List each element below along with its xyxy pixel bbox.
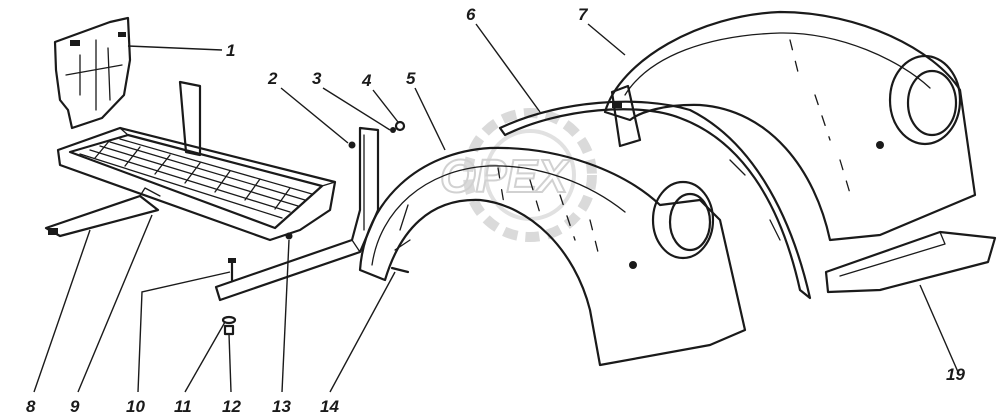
leader-14 xyxy=(329,271,396,393)
leader-2 xyxy=(280,87,349,144)
callout-10: 10 xyxy=(126,397,145,416)
leader-10 xyxy=(137,271,231,393)
leader-4 xyxy=(372,89,399,123)
part-bracket-long xyxy=(214,126,396,302)
watermark-text: OPEX xyxy=(440,150,570,202)
callout-1: 1 xyxy=(226,41,235,60)
leader-6 xyxy=(475,23,541,113)
callout-4: 4 xyxy=(361,71,372,90)
callout-2: 2 xyxy=(267,69,278,88)
callout-14: 14 xyxy=(320,397,339,416)
part-9-running-board xyxy=(56,80,337,242)
part-19-rear-bracket xyxy=(824,230,997,294)
callout-9: 9 xyxy=(70,397,80,416)
leader-3 xyxy=(322,87,391,131)
part-4-nut xyxy=(394,120,406,132)
part-10-bolt xyxy=(228,258,236,282)
part-5-front-fender xyxy=(358,146,747,367)
part-12-nut xyxy=(223,324,235,336)
callout-13: 13 xyxy=(272,397,291,416)
callout-11: 11 xyxy=(174,397,192,416)
part-11-washer xyxy=(221,315,237,325)
callout-5: 5 xyxy=(406,69,416,88)
leader-13 xyxy=(281,239,290,393)
callout-19: 19 xyxy=(946,365,965,384)
leader-11 xyxy=(184,321,226,393)
callout-12: 12 xyxy=(222,397,241,416)
callout-7: 7 xyxy=(578,5,589,24)
leader-9 xyxy=(77,214,153,393)
leader-7 xyxy=(587,23,626,56)
opex-watermark: OPEX xyxy=(439,108,597,242)
callout-3: 3 xyxy=(312,69,322,88)
part-14-clip xyxy=(390,266,410,274)
leader-12 xyxy=(228,333,232,393)
leader-8 xyxy=(33,229,91,393)
part-7-rear-fender xyxy=(603,10,977,242)
callout-6: 6 xyxy=(466,5,476,24)
callout-labels: 1 2 3 4 5 6 7 8 9 10 11 12 13 14 19 xyxy=(26,5,965,416)
part-1-shield-plate xyxy=(53,16,132,130)
leader-5 xyxy=(414,87,446,151)
tread-mesh xyxy=(79,138,313,219)
leader-1 xyxy=(127,45,223,51)
leader-lines xyxy=(33,23,959,393)
leader-19 xyxy=(919,284,959,373)
part-8-bracket xyxy=(44,187,161,238)
part-13-bolt-head xyxy=(285,232,293,240)
callout-8: 8 xyxy=(26,397,36,416)
